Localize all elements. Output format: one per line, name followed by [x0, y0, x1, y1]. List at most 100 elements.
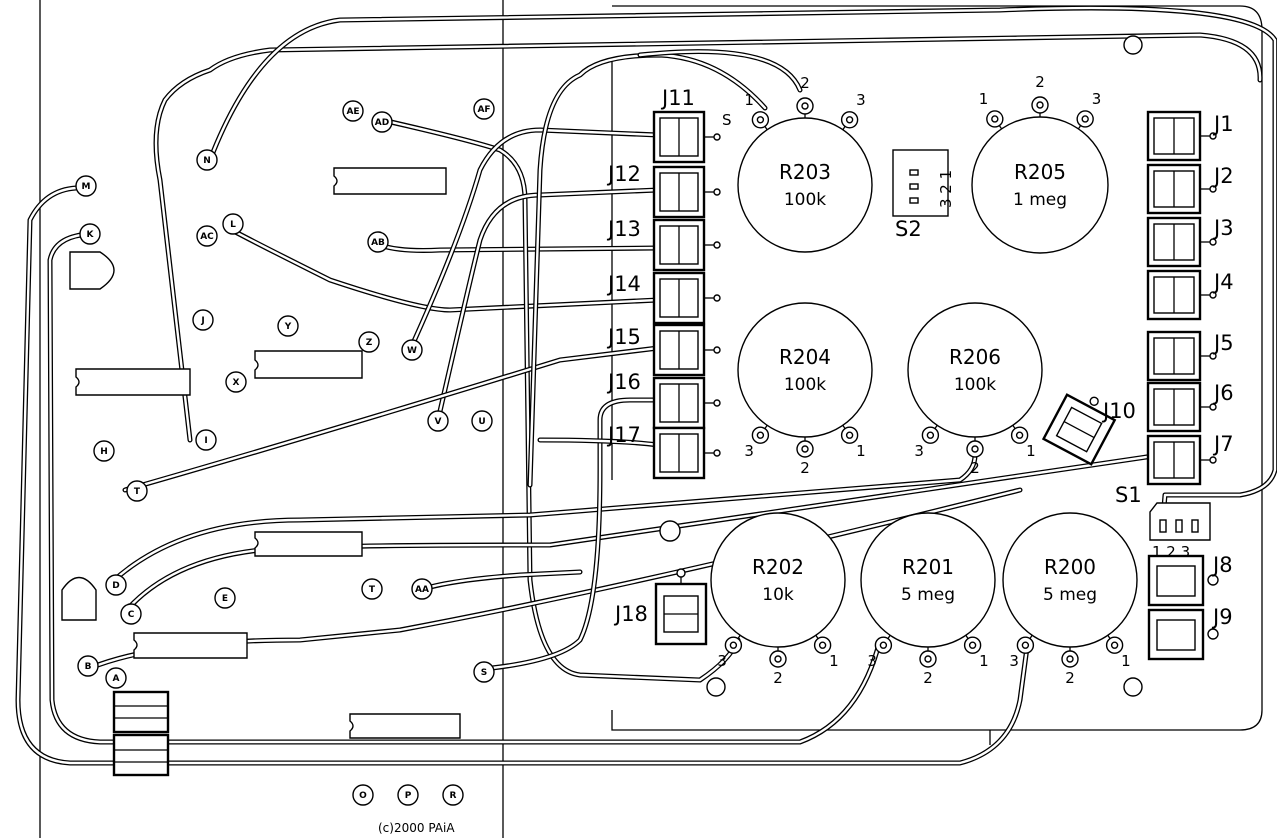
pot-r206-pin-label: 1: [1026, 442, 1036, 460]
wire-core: [48, 232, 882, 744]
pad-label: W: [407, 346, 417, 356]
pad-label: V: [435, 417, 442, 427]
wire-core: [436, 188, 660, 422]
label-j3: J3: [1212, 216, 1234, 240]
label-j10: J10: [1101, 399, 1136, 423]
pad-ring: [120, 603, 142, 625]
label-s2: S2: [895, 217, 922, 241]
pot-r200-body: [1002, 512, 1138, 648]
jack-j6: [1146, 381, 1217, 433]
jack-j6-lug-ring: [1209, 403, 1217, 411]
wire-outline: [109, 452, 978, 585]
pot-r204-body: [737, 302, 873, 438]
pad-ab: AB: [367, 231, 389, 253]
pad-ring: [196, 149, 218, 171]
pot-r202-name: R202: [752, 555, 804, 579]
pot-r203-lug-hole: [801, 102, 809, 110]
pad-ring: [192, 309, 214, 331]
jack-j13: [652, 218, 721, 272]
pad-t: T: [126, 480, 148, 502]
wire-harness: [15, 5, 1277, 766]
jack-j11-lug-ring: [713, 133, 721, 141]
pad-ring: [105, 667, 127, 689]
pad-label: H: [100, 447, 108, 457]
pot-r202-body: [710, 512, 846, 648]
pot-r206-name: R206: [949, 345, 1001, 369]
pad-label: AE: [346, 107, 359, 117]
jack-j12: [652, 165, 721, 219]
pot-r205-pin-label: 1: [979, 90, 989, 108]
pad-label: T: [134, 487, 141, 497]
jack-j1: [1146, 110, 1217, 162]
pad-label: C: [128, 610, 135, 620]
pot-r205-value: 1 meg: [1013, 190, 1067, 210]
pad-i: I: [195, 429, 217, 451]
pot-r204-value: 100k: [784, 375, 826, 395]
wire-core: [208, 6, 1277, 522]
pot-r200-lug-hole: [1021, 641, 1030, 649]
label-s1-pins: 1 2 3: [1152, 543, 1190, 561]
pad-m: M: [75, 175, 97, 197]
pot-r202-pin-label: 3: [717, 652, 727, 670]
pot-r206-body: [907, 302, 1043, 438]
pot-r205-name: R205: [1014, 160, 1066, 184]
label-j1: J1: [1212, 112, 1234, 136]
pad-ring: [126, 480, 148, 502]
pad-ring: [411, 578, 433, 600]
jack-j14-lug-ring: [713, 294, 721, 302]
pad-ring: [358, 331, 380, 353]
pad-k: K: [79, 223, 101, 245]
pad-label: B: [85, 662, 92, 672]
wire-core: [154, 33, 1262, 442]
label-j14: J14: [606, 272, 641, 296]
pot-r204-lug-hole: [801, 445, 809, 453]
wire-core: [490, 398, 660, 670]
pot-r203-pin-label: 3: [856, 91, 866, 109]
pad-ring: [77, 655, 99, 677]
pad-z: Z: [358, 331, 380, 353]
label-j15: J15: [606, 325, 641, 349]
wire-outline: [417, 569, 583, 593]
pad-label: Z: [366, 338, 373, 348]
pad-label: AD: [375, 118, 389, 128]
jack-j2: [1146, 163, 1217, 215]
pad-label: A: [113, 674, 120, 684]
pad-u: U: [471, 410, 493, 432]
pad-label: L: [230, 220, 236, 230]
label-j13: J13: [606, 217, 641, 241]
jack-j5: [1146, 330, 1217, 382]
pad-ring: [352, 784, 374, 806]
pad-label: P: [405, 791, 412, 801]
pot-r203-lug-hole: [756, 116, 765, 124]
pot-r202-value: 10k: [762, 585, 794, 605]
jack-j14: [652, 271, 721, 325]
pot-r200-pin-label: 3: [1009, 652, 1019, 670]
pad-ae: AE: [342, 100, 364, 122]
jack-column-left: [652, 110, 721, 480]
jack-j3: [1146, 216, 1217, 268]
pad-o: O: [352, 784, 374, 806]
pad-p: P: [397, 784, 419, 806]
jack-j4: [1146, 269, 1217, 321]
pad-label: O: [359, 791, 367, 801]
pot-r202-pin-label: 1: [829, 652, 839, 670]
pad-ring: [196, 225, 218, 247]
pot-r201-name: R201: [902, 555, 954, 579]
pad-ring: [342, 100, 364, 122]
pot-r203-body: [737, 117, 873, 253]
pad-b: B: [77, 655, 99, 677]
pad-ring: [277, 315, 299, 337]
pad-ring: [225, 371, 247, 393]
label-j5: J5: [1212, 331, 1234, 355]
pad-ring: [371, 111, 393, 133]
label-s2-pins: 3 2 1: [937, 170, 955, 208]
pad-ring: [79, 223, 101, 245]
